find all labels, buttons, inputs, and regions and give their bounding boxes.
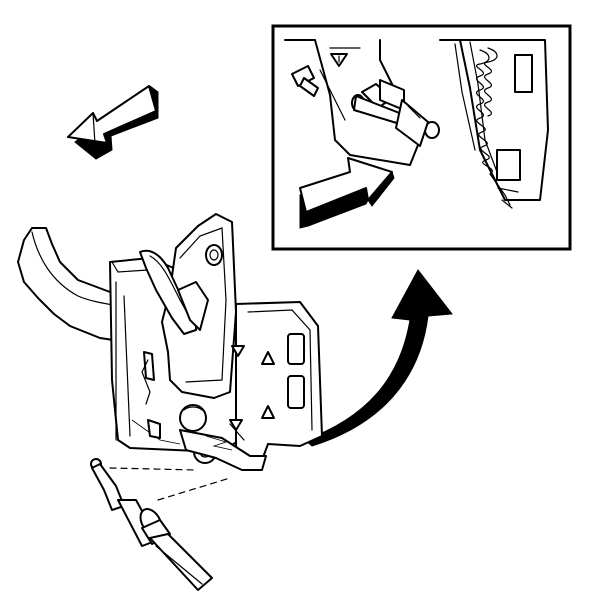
latch-hook [139,249,197,335]
left-direction-arrow [67,85,159,160]
plate-slot-lower [287,375,305,409]
inset-triangle-marker [330,53,348,67]
cable-linkage [179,429,267,471]
triangle-markers [229,345,275,431]
inset-pivot-pin [351,79,440,147]
release-cable [90,458,231,591]
pivot-hole-top [205,244,223,266]
detail-inset [271,24,572,251]
inset-bolt-left [291,65,319,97]
inset-right-arrow [299,157,395,229]
inset-latch-plate [439,39,549,201]
inset-spring [476,47,519,209]
hood-latch-assembly [17,213,323,471]
plate-slot-upper [287,333,305,365]
curved-pointer-arrow [304,269,453,447]
